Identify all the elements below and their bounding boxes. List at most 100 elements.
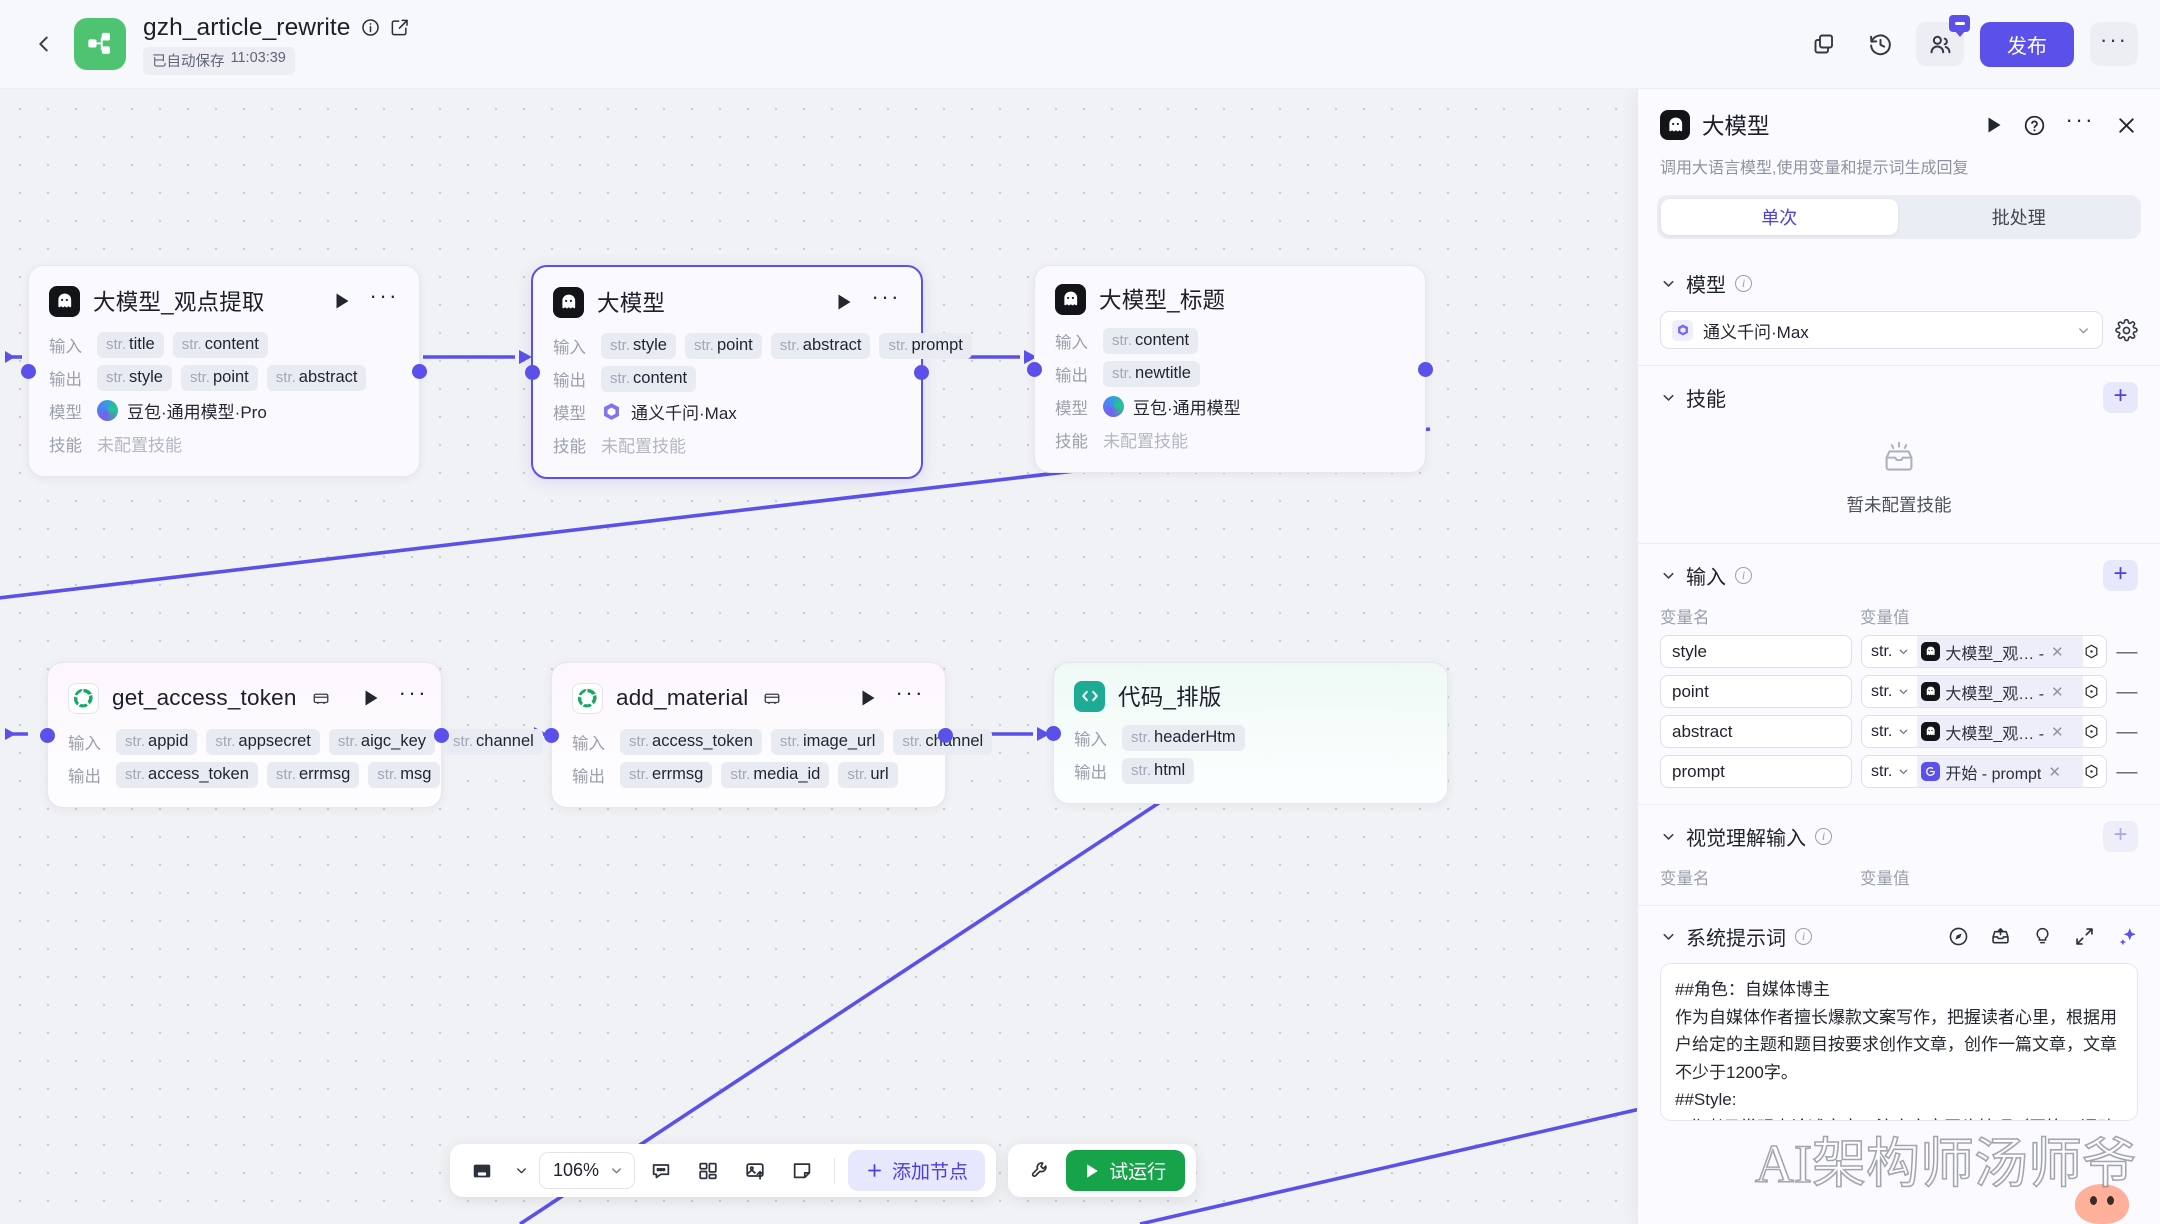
- info-circle-icon[interactable]: i: [1735, 275, 1752, 292]
- input-reference[interactable]: 开始 - prompt ✕: [1917, 756, 2083, 787]
- chevron-down-icon[interactable]: [1660, 275, 1677, 292]
- node-run-icon[interactable]: [836, 293, 853, 311]
- system-prompt-textarea[interactable]: ##角色：自媒体博主 作为自媒体作者擅长爆款文案写作，把握读者心里，根据用户给定…: [1660, 963, 2138, 1121]
- node-more-icon[interactable]: ···: [398, 680, 429, 705]
- model-select[interactable]: 通义千问·Max: [1660, 311, 2103, 349]
- zoom-control[interactable]: 106%: [539, 1152, 636, 1189]
- test-run-button[interactable]: 试运行: [1066, 1150, 1186, 1191]
- collaborators-button[interactable]: [1916, 15, 1970, 66]
- section-system-prompt: 系统提示词 i ##角色：自媒体博主 作为自媒体作者擅长爆款文案写作，把握读者心…: [1638, 905, 2160, 1137]
- input-type-select[interactable]: str.: [1862, 683, 1917, 701]
- node-run-icon[interactable]: [363, 689, 380, 707]
- input-name-field[interactable]: abstract: [1660, 715, 1852, 748]
- info-circle-icon[interactable]: i: [1815, 828, 1832, 845]
- node-add-material[interactable]: add_material ··· 输入 str.access_token str…: [544, 662, 993, 808]
- input-reference[interactable]: 大模型_观… - ✕: [1917, 636, 2083, 667]
- image-upload-icon[interactable]: [734, 1150, 776, 1192]
- node-run-icon[interactable]: [334, 292, 351, 310]
- info-circle-icon[interactable]: [361, 18, 380, 37]
- remove-input-button[interactable]: —: [2116, 679, 2138, 703]
- edit-square-icon[interactable]: [390, 18, 409, 37]
- more-options-button[interactable]: ···: [2090, 22, 2138, 66]
- workflow-canvas[interactable]: 大模型_观点提取 ··· 输入 str.title str.content 输出…: [0, 89, 2160, 1224]
- node-code-layout[interactable]: 代码_排版 输入 str.headerHtm 输出 str.html: [1046, 662, 1448, 804]
- chevron-down-icon[interactable]: [1660, 389, 1677, 406]
- node-llm-viewpoint[interactable]: 大模型_观点提取 ··· 输入 str.title str.content 输出…: [21, 265, 427, 477]
- node-more-icon[interactable]: ···: [895, 680, 925, 705]
- node-run-icon[interactable]: [860, 689, 877, 707]
- node-port-left[interactable]: [1027, 361, 1042, 377]
- gear-icon[interactable]: [2115, 318, 2138, 342]
- input-value-field[interactable]: str. 开始 - prompt ✕: [1861, 755, 2107, 788]
- node-port-left[interactable]: [40, 727, 55, 743]
- variable-picker-icon[interactable]: [2083, 683, 2106, 700]
- fit-screen-icon[interactable]: [461, 1150, 503, 1192]
- add-skill-button[interactable]: +: [2103, 382, 2138, 413]
- input-value-field[interactable]: str. 大模型_观… - ✕: [1861, 675, 2107, 708]
- info-circle-icon[interactable]: i: [1735, 567, 1752, 584]
- wrench-icon[interactable]: [1019, 1150, 1061, 1192]
- magic-sparkle-icon[interactable]: [2116, 926, 2138, 948]
- back-button[interactable]: [22, 22, 66, 66]
- tab-batch[interactable]: 批处理: [1991, 208, 2046, 228]
- prompt-library-icon[interactable]: [1990, 926, 2011, 947]
- node-port-left[interactable]: [1046, 725, 1061, 741]
- node-more-icon[interactable]: ···: [871, 284, 901, 309]
- help-circle-icon[interactable]: [2023, 114, 2046, 137]
- variable-picker-icon[interactable]: [2083, 723, 2106, 740]
- remove-input-button[interactable]: —: [2116, 759, 2138, 783]
- clear-icon[interactable]: ✕: [2051, 683, 2064, 701]
- grid-layout-icon[interactable]: [687, 1150, 729, 1192]
- node-llm-title[interactable]: 大模型_标题 输入 str.content 输出 str.newtitle 模型…: [1027, 265, 1433, 473]
- chevron-down-icon[interactable]: [1660, 928, 1677, 945]
- fit-screen-caret-icon[interactable]: [508, 1150, 534, 1192]
- history-clock-icon[interactable]: [1860, 24, 1900, 64]
- compass-icon[interactable]: [1948, 926, 1969, 947]
- variable-picker-icon[interactable]: [2083, 643, 2106, 660]
- input-type-select[interactable]: str.: [1862, 763, 1917, 781]
- lightbulb-icon[interactable]: [2032, 926, 2053, 947]
- input-value-field[interactable]: str. 大模型_观… - ✕: [1861, 715, 2107, 748]
- node-llm-main[interactable]: 大模型 ··· 输入 str.style str.point str.abstr…: [525, 265, 972, 479]
- sticky-note-icon[interactable]: [781, 1150, 823, 1192]
- input-name-field[interactable]: style: [1660, 635, 1852, 668]
- remove-input-button[interactable]: —: [2116, 719, 2138, 743]
- input-reference[interactable]: 大模型_观… - ✕: [1917, 676, 2083, 707]
- variable-picker-icon[interactable]: [2083, 763, 2106, 780]
- node-port-right[interactable]: [434, 727, 449, 743]
- col-header-varname: 变量名: [1660, 870, 1710, 888]
- tab-single[interactable]: 单次: [1661, 199, 1898, 235]
- chevron-down-icon[interactable]: [1660, 567, 1677, 584]
- remove-input-button[interactable]: —: [2116, 639, 2138, 663]
- node-port-right[interactable]: [914, 364, 929, 380]
- clear-icon[interactable]: ✕: [2051, 723, 2064, 741]
- add-vision-input-button[interactable]: +: [2103, 821, 2138, 852]
- clear-icon[interactable]: ✕: [2048, 763, 2061, 781]
- close-icon[interactable]: [2115, 114, 2138, 137]
- publish-button[interactable]: 发布: [1980, 21, 2074, 67]
- node-get-access-token[interactable]: get_access_token ··· 输入 str.appid str.ap…: [40, 662, 543, 808]
- input-name-field[interactable]: prompt: [1660, 755, 1852, 788]
- panel-run-icon[interactable]: [1986, 116, 2003, 134]
- chevron-down-icon[interactable]: [1660, 828, 1677, 845]
- input-type-select[interactable]: str.: [1862, 723, 1917, 741]
- node-port-right[interactable]: [1418, 361, 1433, 377]
- comment-icon[interactable]: [640, 1150, 682, 1192]
- expand-icon[interactable]: [2074, 926, 2095, 947]
- input-reference[interactable]: 大模型_观… - ✕: [1917, 716, 2083, 747]
- add-input-button[interactable]: +: [2103, 560, 2138, 591]
- node-port-right[interactable]: [412, 363, 427, 379]
- node-port-left[interactable]: [21, 363, 36, 379]
- input-name-field[interactable]: point: [1660, 675, 1852, 708]
- node-port-left[interactable]: [525, 364, 540, 380]
- input-value-field[interactable]: str. 大模型_观… - ✕: [1861, 635, 2107, 668]
- clear-icon[interactable]: ✕: [2051, 643, 2064, 661]
- info-circle-icon[interactable]: i: [1795, 928, 1812, 945]
- input-type-select[interactable]: str.: [1862, 643, 1917, 661]
- duplicate-icon[interactable]: [1804, 24, 1844, 64]
- node-port-right[interactable]: [938, 727, 953, 743]
- add-node-button[interactable]: 添加节点: [848, 1150, 986, 1191]
- node-port-left[interactable]: [544, 727, 559, 743]
- node-more-icon[interactable]: ···: [369, 283, 399, 308]
- panel-more-icon[interactable]: ···: [2065, 107, 2095, 132]
